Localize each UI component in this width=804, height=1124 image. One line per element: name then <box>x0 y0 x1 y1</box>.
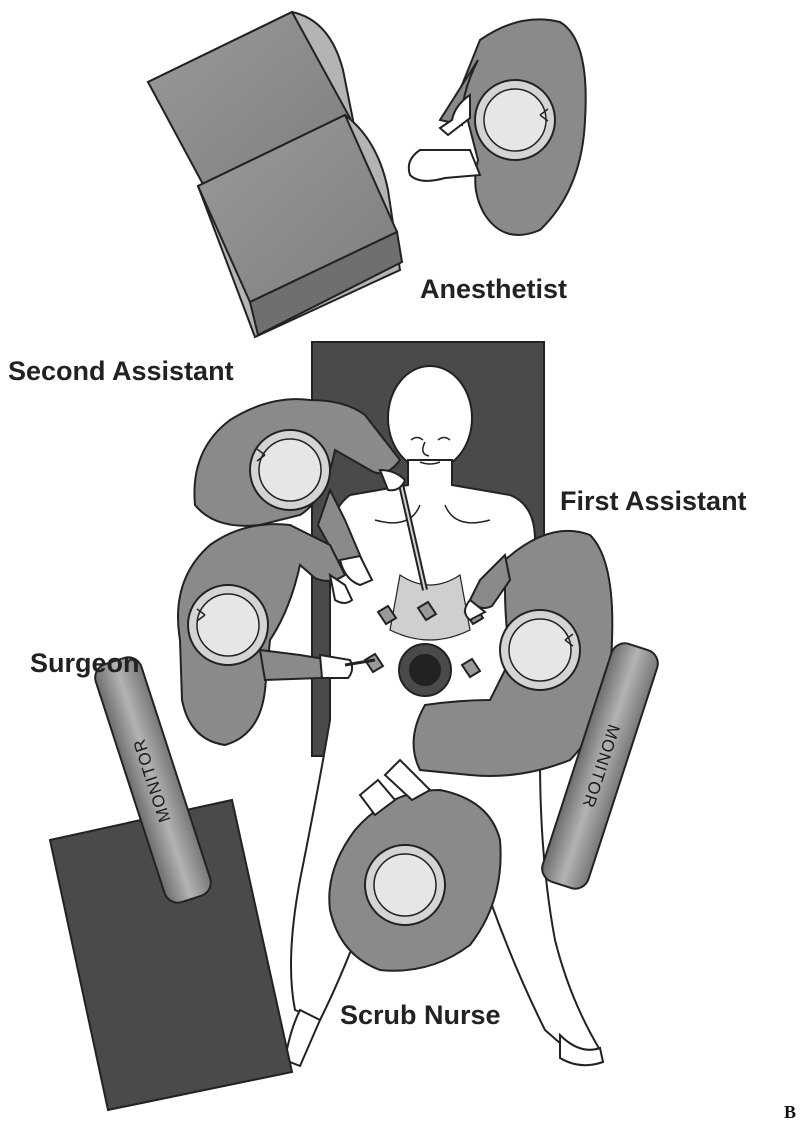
anesthetist-figure <box>409 19 586 235</box>
label-surgeon: Surgeon <box>30 648 140 678</box>
label-first-assistant: First Assistant <box>560 486 747 516</box>
panel-letter: B <box>784 1102 796 1122</box>
label-second-assistant: Second Assistant <box>8 356 234 386</box>
anesthesia-machine <box>148 12 402 337</box>
patient-head <box>388 366 472 470</box>
label-anesthetist: Anesthetist <box>420 274 567 304</box>
label-scrub-nurse: Scrub Nurse <box>340 1000 501 1030</box>
